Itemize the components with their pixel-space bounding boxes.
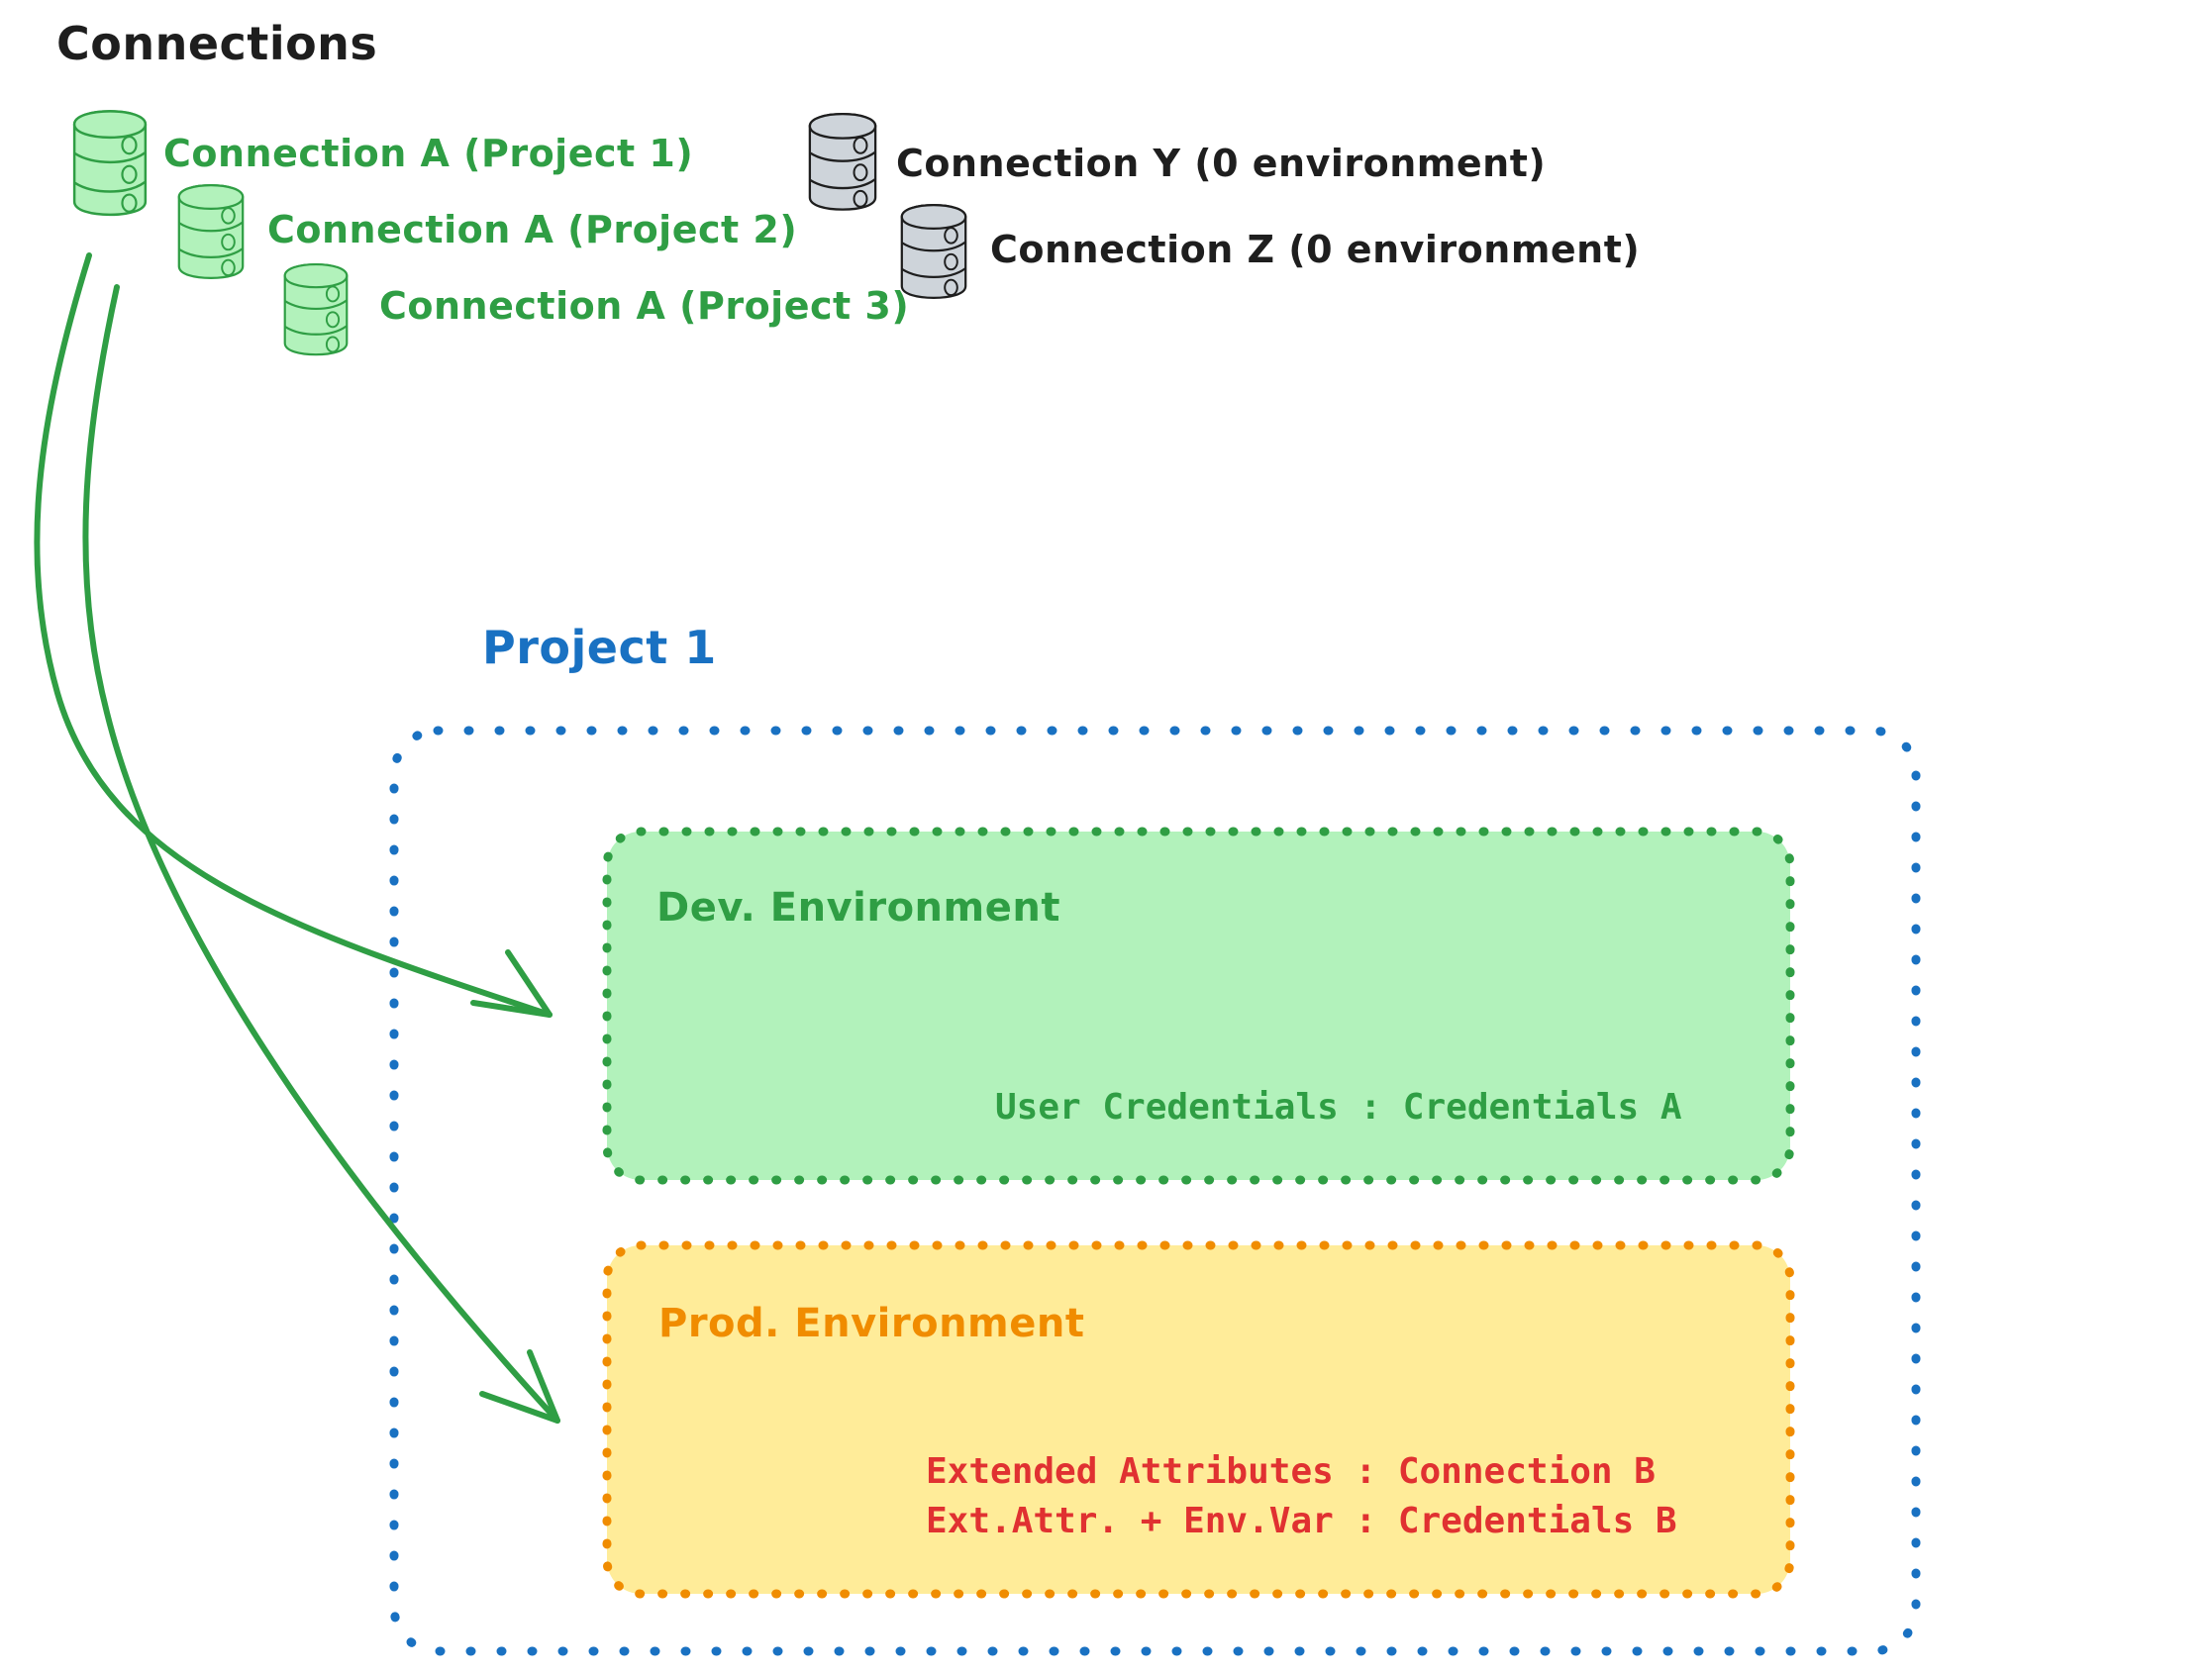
connection-a-project-2-label: Connection A (Project 2) bbox=[267, 208, 797, 251]
dev-environment-entry-0: User Credentials : Credentials A bbox=[995, 1087, 1682, 1128]
connection-z-node[interactable]: Connection Z (0 environment) bbox=[901, 205, 1640, 298]
connection-a-project-3-label: Connection A (Project 3) bbox=[379, 284, 909, 328]
connection-a-project-2-node[interactable]: Connection A (Project 2) bbox=[178, 185, 797, 278]
page-title: Connections bbox=[56, 17, 377, 70]
project-1-container bbox=[389, 726, 1921, 1656]
connection-y-node[interactable]: Connection Y (0 environment) bbox=[809, 114, 1546, 210]
arrow-connection-a-to-prod bbox=[82, 284, 560, 1424]
arrow-1-path bbox=[34, 252, 553, 1018]
project-title: Project 1 bbox=[482, 621, 717, 674]
prod-environment-border bbox=[602, 1240, 1795, 1599]
arrow-2-head bbox=[479, 1349, 560, 1424]
prod-environment-box[interactable]: Prod. Environment Extended Attributes : … bbox=[602, 1240, 1795, 1599]
connection-a-project-1-label: Connection A (Project 1) bbox=[163, 132, 693, 175]
prod-environment-entry-1: Ext.Attr. + Env.Var : Credentials B bbox=[926, 1501, 1677, 1541]
dev-environment-title: Dev. Environment bbox=[656, 885, 1060, 931]
connection-a-project-1-node[interactable]: Connection A (Project 1) bbox=[74, 111, 693, 215]
database-icon bbox=[809, 114, 876, 210]
connection-y-label: Connection Y (0 environment) bbox=[896, 142, 1546, 185]
arrow-connection-a-to-dev bbox=[34, 252, 553, 1018]
dev-environment-box[interactable]: Dev. Environment User Credentials : Cred… bbox=[602, 827, 1795, 1185]
arrow-2-path bbox=[82, 284, 560, 1424]
database-icon bbox=[284, 264, 348, 355]
database-icon bbox=[901, 205, 966, 298]
prod-environment-title: Prod. Environment bbox=[658, 1301, 1084, 1346]
connection-z-label: Connection Z (0 environment) bbox=[990, 228, 1640, 271]
database-icon bbox=[178, 185, 244, 278]
dev-environment-border bbox=[602, 827, 1795, 1185]
prod-environment-entry-0: Extended Attributes : Connection B bbox=[926, 1451, 1656, 1492]
database-icon bbox=[74, 111, 146, 215]
connection-a-project-3-node[interactable]: Connection A (Project 3) bbox=[284, 264, 909, 355]
arrow-1-head bbox=[470, 949, 553, 1018]
